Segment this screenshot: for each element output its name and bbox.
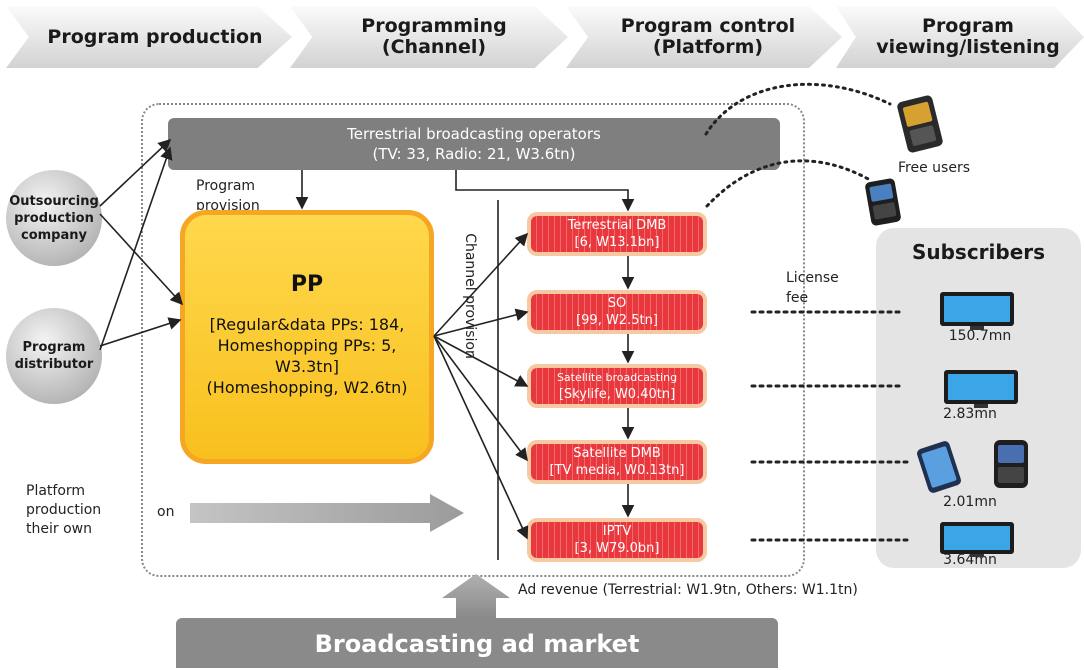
ad-market-bar: Broadcasting ad market <box>176 618 778 668</box>
stage-label-viewing: Program viewing/listening <box>876 15 1060 58</box>
tv-monitor-icon <box>940 522 1014 557</box>
platform-so: SO [99, W2.5tn] <box>527 290 707 334</box>
tv-monitor-icon <box>944 370 1018 408</box>
program-distributor-node: Program distributor <box>6 308 102 404</box>
program-provision-label: Program provision <box>196 178 260 210</box>
pp-box <box>180 210 434 464</box>
platform-name: Terrestrial DMB <box>567 218 667 233</box>
platform-production-arrow <box>190 494 464 532</box>
stage-chevron-viewing <box>836 6 1084 68</box>
broadcast-market-boundary <box>141 103 805 577</box>
terrestrial-title: Terrestrial broadcasting operators <box>347 125 601 143</box>
pp-description: [Regular&data PPs: 184, Homeshopping PPs… <box>206 315 408 397</box>
tv-monitor-icon <box>940 292 1014 330</box>
subscriber-count-satellite: 2.83mn <box>943 406 997 422</box>
phone-icon <box>994 440 1028 488</box>
platform-iptv: IPTV [3, W79.0bn] <box>527 518 707 562</box>
stage-label-production: Program production <box>47 25 263 48</box>
source-arrows <box>99 138 309 351</box>
platform-satellite-broadcasting: Satellite broadcasting [Skylife, W0.40tn… <box>527 364 707 408</box>
phone-icon <box>897 95 943 153</box>
subscriber-count-so: 150.7mn <box>948 328 1012 344</box>
platform-stats: [99, W2.5tn] <box>576 313 658 328</box>
platform-name: IPTV <box>602 524 632 539</box>
subscribers-title: Subscribers <box>911 240 1046 264</box>
terrestrial-stats: (TV: 33, Radio: 21, W3.6tn) <box>372 145 576 163</box>
outsourcing-company-node: Outsourcing production company <box>6 170 102 266</box>
platform-name: SO <box>607 296 627 311</box>
free-users-label: Free users <box>898 160 970 176</box>
terrestrial-operators-bar: Terrestrial broadcasting operators (TV: … <box>168 118 780 170</box>
platform-stats: [Skylife, W0.40tn] <box>558 387 676 402</box>
platform-terrestrial-dmb: Terrestrial DMB [6, W13.1bn] <box>527 212 707 256</box>
smartphone-icon <box>917 441 961 493</box>
pp-title: PP <box>290 272 324 297</box>
stage-chevron-production <box>6 6 292 68</box>
platform-satellite-dmb: Satellite DMB [TV media, W0.13tn] <box>527 440 707 484</box>
platform-stats: [6, W13.1bn] <box>574 235 660 250</box>
license-fee-label: License fee <box>786 270 839 306</box>
subscriber-dotted-lines <box>750 310 914 542</box>
stage-label-programming: Programming (Channel) <box>361 15 507 58</box>
stage-chevron-control <box>566 6 842 68</box>
platform-stats: [3, W79.0bn] <box>574 541 660 556</box>
stage-chevron-programming <box>290 6 568 68</box>
platform-stats: [TV media, W0.13tn] <box>549 463 685 478</box>
stage-label-control: Program control (Platform) <box>620 15 796 58</box>
channel-fan-arrows <box>433 232 529 540</box>
platform-production-label: Platform production their own <box>26 483 102 537</box>
ad-revenue-up-arrow <box>442 574 510 618</box>
platform-name: Satellite broadcasting <box>556 371 678 384</box>
phone-icon <box>865 178 901 226</box>
platform-name: Satellite DMB <box>573 446 661 461</box>
ad-revenue-label: Ad revenue (Terrestrial: W1.9tn, Others:… <box>518 582 858 598</box>
subscriber-count-satellite-dmb: 2.01mn <box>943 494 997 510</box>
platform-production-on-label: on <box>157 504 175 520</box>
